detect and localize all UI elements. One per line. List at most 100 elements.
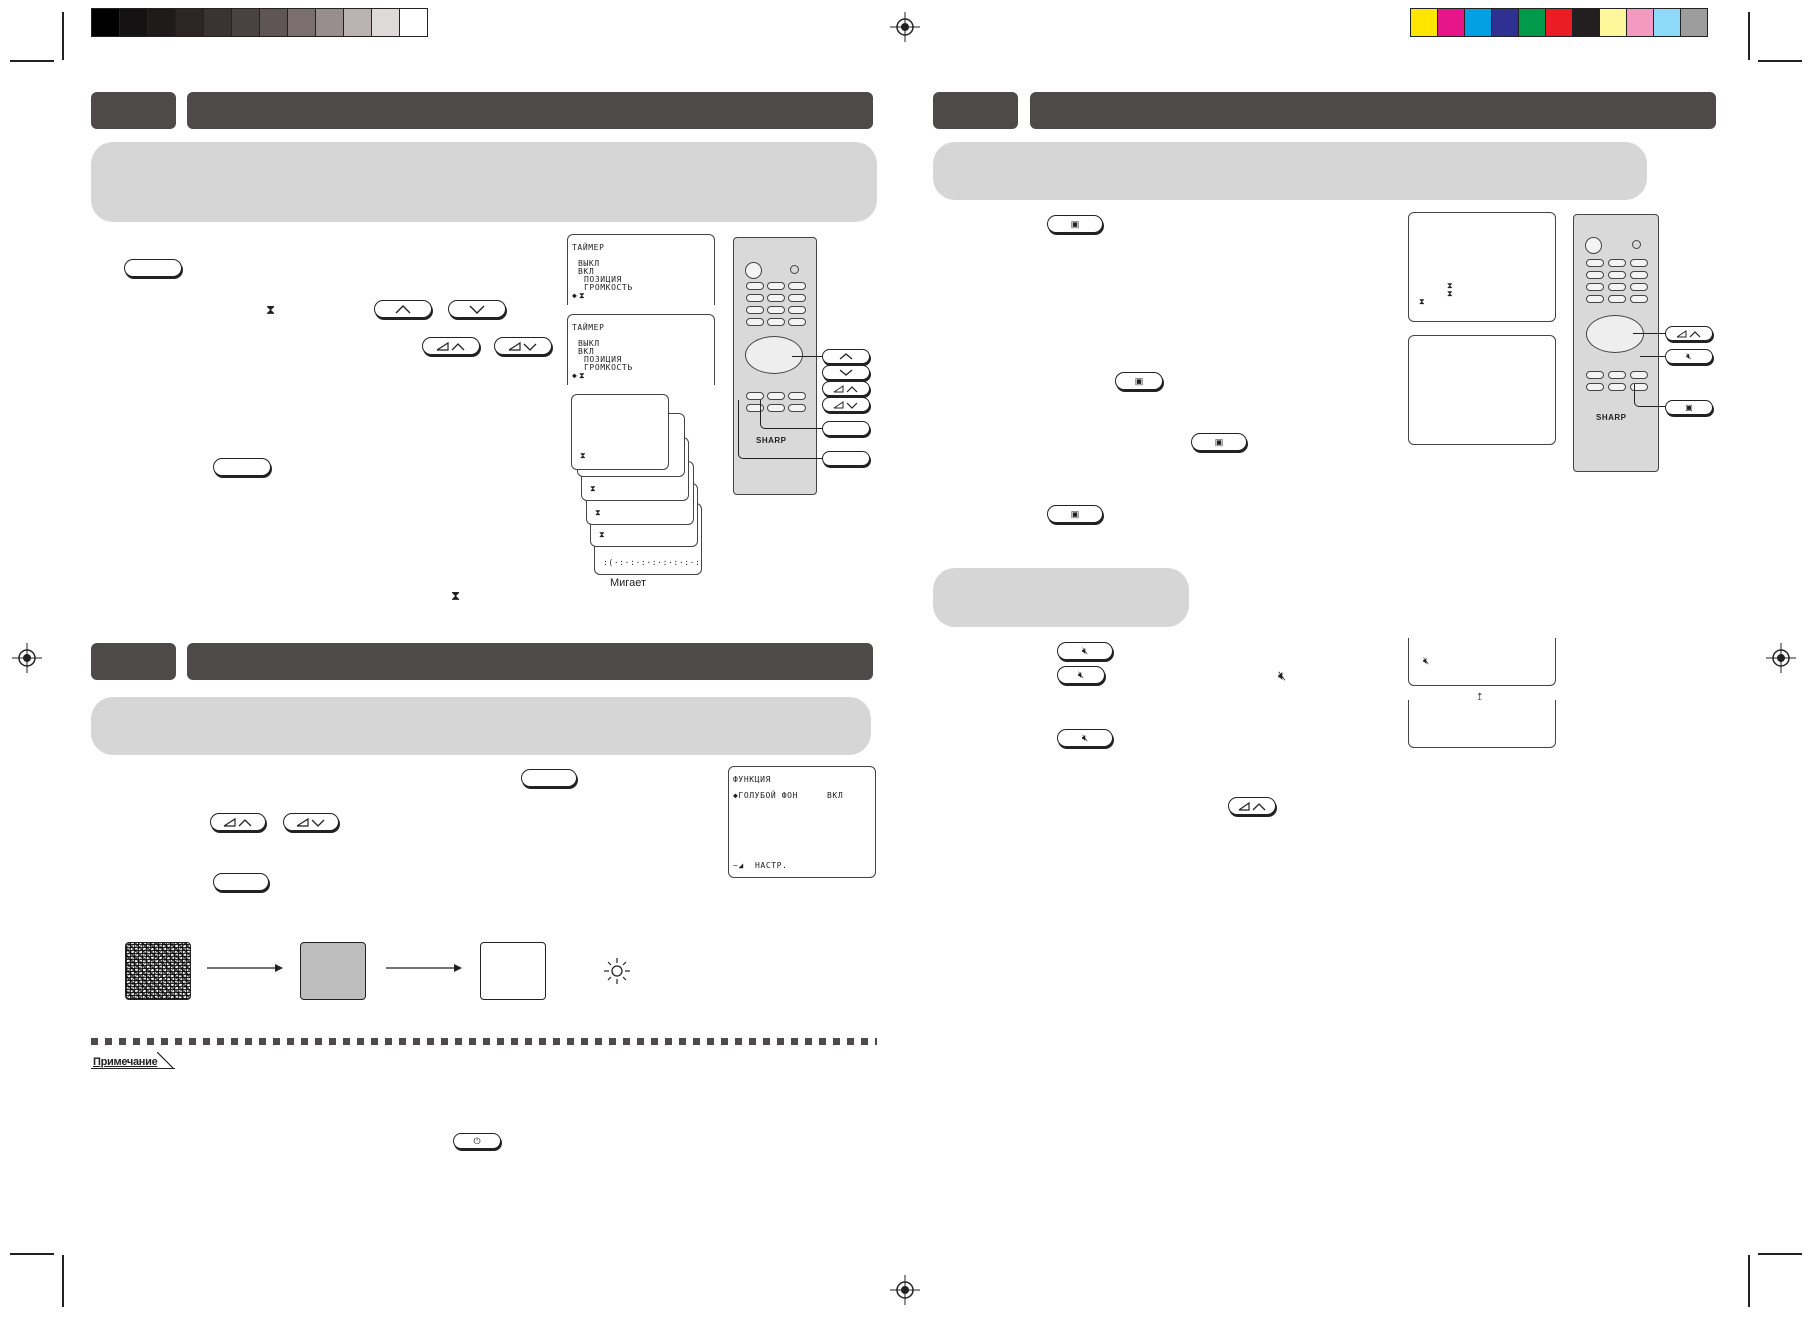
color-control-strip bbox=[1410, 8, 1708, 37]
function-menu-screen: ФУНКЦИЯ ◆ГОЛУБОЙ ФОН ВКЛ ~◢ НАСТР. bbox=[728, 766, 876, 878]
color-swatch bbox=[1573, 9, 1600, 36]
hourglass-icon: ⧗ bbox=[579, 371, 586, 380]
callout-volume-down bbox=[822, 397, 870, 412]
color-swatch bbox=[232, 9, 260, 36]
menu-exit-button[interactable] bbox=[213, 458, 271, 476]
callout-volume-up bbox=[822, 381, 870, 396]
color-swatch bbox=[316, 9, 344, 36]
color-swatch bbox=[1654, 9, 1681, 36]
color-swatch bbox=[92, 9, 120, 36]
blue-screen-illustration bbox=[300, 942, 366, 1000]
color-swatch bbox=[1627, 9, 1654, 36]
picture-screen-2 bbox=[1408, 335, 1556, 445]
adjust-icon: ~◢ bbox=[733, 861, 744, 870]
color-swatch bbox=[1438, 9, 1465, 36]
color-swatch bbox=[372, 9, 400, 36]
registration-mark-right bbox=[1766, 643, 1796, 673]
mute-speaker-icon: 🔇︎ bbox=[1077, 669, 1085, 681]
mute-button[interactable]: 🔇︎ bbox=[1057, 642, 1113, 660]
grayscale-control-strip bbox=[91, 8, 428, 37]
screen-line-volume: ГРОМКОСТЬ bbox=[584, 283, 633, 292]
screen-line-position: ПОЗИЦИЯ bbox=[584, 355, 622, 364]
screen-line-volume: ГРОМКОСТЬ bbox=[584, 363, 633, 372]
volume-down-button[interactable] bbox=[494, 337, 552, 355]
screen-footer: НАСТР. bbox=[755, 861, 788, 870]
screen-title: ТАЙМЕР bbox=[572, 323, 605, 332]
section-header-timer bbox=[187, 92, 873, 129]
intro-panel-timer bbox=[91, 142, 877, 222]
volume-up-button[interactable] bbox=[210, 813, 266, 831]
arrow-icon bbox=[207, 964, 283, 972]
volume-up-button[interactable] bbox=[422, 337, 480, 355]
callout-channel-down bbox=[822, 365, 870, 380]
remote-control: SHARP bbox=[1573, 214, 1659, 472]
dashed-divider bbox=[91, 1038, 877, 1045]
mute-speaker-icon: 🔇︎ bbox=[1423, 656, 1430, 667]
color-swatch bbox=[148, 9, 176, 36]
remote-control: SHARP bbox=[733, 237, 817, 495]
screen-marker: ◆ bbox=[572, 291, 578, 300]
screen-line-on: ВКЛ bbox=[578, 267, 595, 276]
screen-line-off: ВЫКЛ bbox=[578, 339, 600, 348]
screen-item-value: ВКЛ bbox=[827, 791, 844, 800]
noise-screen-illustration bbox=[125, 942, 191, 1000]
registration-mark-top bbox=[890, 12, 920, 42]
note-label: Примечание bbox=[91, 1052, 176, 1069]
section-tab-blue-background bbox=[91, 643, 176, 680]
color-swatch bbox=[1519, 9, 1546, 36]
channel-up-button[interactable] bbox=[374, 300, 432, 318]
mute-screen-on: 🔇︎ bbox=[1408, 638, 1556, 686]
screen-title: ТАЙМЕР bbox=[572, 243, 605, 252]
color-swatch bbox=[1600, 9, 1627, 36]
off-screen-illustration bbox=[480, 942, 546, 1000]
picture-mode-icon: ▣ bbox=[1070, 218, 1080, 229]
callout-exit bbox=[822, 451, 870, 466]
mute-button[interactable]: 🔇︎ bbox=[1057, 729, 1113, 747]
color-swatch bbox=[1492, 9, 1519, 36]
picture-mode-button[interactable]: ▣ bbox=[1191, 433, 1247, 451]
toggle-arrow: ↕ bbox=[1476, 688, 1484, 705]
mute-button[interactable]: 🔇︎ bbox=[1057, 666, 1105, 684]
callout-volume-up bbox=[1665, 326, 1713, 341]
section-tab-picture bbox=[933, 92, 1018, 129]
menu-button[interactable] bbox=[124, 259, 182, 277]
screen-title: ФУНКЦИЯ bbox=[733, 775, 771, 784]
power-icon: ⏻ bbox=[473, 1135, 481, 1146]
mute-speaker-icon: 🔇︎ bbox=[1278, 668, 1287, 683]
picture-mode-icon: ▣ bbox=[1134, 375, 1144, 386]
screen-line-off: ВЫКЛ bbox=[578, 259, 600, 268]
intro-panel-mute bbox=[933, 568, 1189, 627]
color-swatch bbox=[1411, 9, 1438, 36]
volume-down-button[interactable] bbox=[283, 813, 339, 831]
screen-line-position: ПОЗИЦИЯ bbox=[584, 275, 622, 284]
color-swatch bbox=[400, 9, 427, 36]
remote-brand: SHARP bbox=[756, 436, 787, 445]
color-swatch bbox=[204, 9, 232, 36]
picture-screen-1: ⧗⧗ ⧗ bbox=[1408, 212, 1556, 322]
arrow-icon bbox=[386, 964, 462, 972]
hourglass-icon: ⧗ bbox=[579, 291, 586, 300]
color-swatch bbox=[176, 9, 204, 36]
hourglass-icon: ⧗ bbox=[451, 588, 461, 603]
registration-mark-left bbox=[12, 643, 42, 673]
hourglass-icon: ⧗ bbox=[266, 302, 276, 317]
screen-item-blue-background: ◆ГОЛУБОЙ ФОН bbox=[733, 791, 798, 800]
mute-screen-off bbox=[1408, 700, 1556, 748]
timer-menu-screen-2: ТАЙМЕР ВЫКЛ ВКЛ ПОЗИЦИЯ ГРОМКОСТЬ ◆ ⧗ bbox=[567, 314, 715, 385]
section-tab-timer bbox=[91, 92, 176, 129]
menu-exit-button[interactable] bbox=[213, 873, 269, 891]
power-button[interactable]: ⏻ bbox=[453, 1133, 501, 1149]
hourglass-icon: ⧗ bbox=[1419, 297, 1426, 306]
timer-menu-screen-1: ТАЙМЕР ВЫКЛ ВКЛ ПОЗИЦИЯ ГРОМКОСТЬ ◆ ⧗ bbox=[567, 234, 715, 305]
remote-brand: SHARP bbox=[1596, 413, 1627, 422]
volume-up-button[interactable] bbox=[1228, 797, 1276, 815]
section-header-picture bbox=[1030, 92, 1716, 129]
picture-mode-button[interactable]: ▣ bbox=[1115, 372, 1163, 390]
picture-mode-button[interactable]: ▣ bbox=[1047, 505, 1103, 523]
blinking-indicator: :(·:·:·:·:·:·:·:·: bbox=[603, 558, 701, 567]
menu-button[interactable] bbox=[521, 769, 577, 787]
picture-mode-button[interactable]: ▣ bbox=[1047, 215, 1103, 233]
color-swatch bbox=[1465, 9, 1492, 36]
channel-down-button[interactable] bbox=[448, 300, 506, 318]
picture-mode-icon: ▣ bbox=[1214, 436, 1224, 447]
